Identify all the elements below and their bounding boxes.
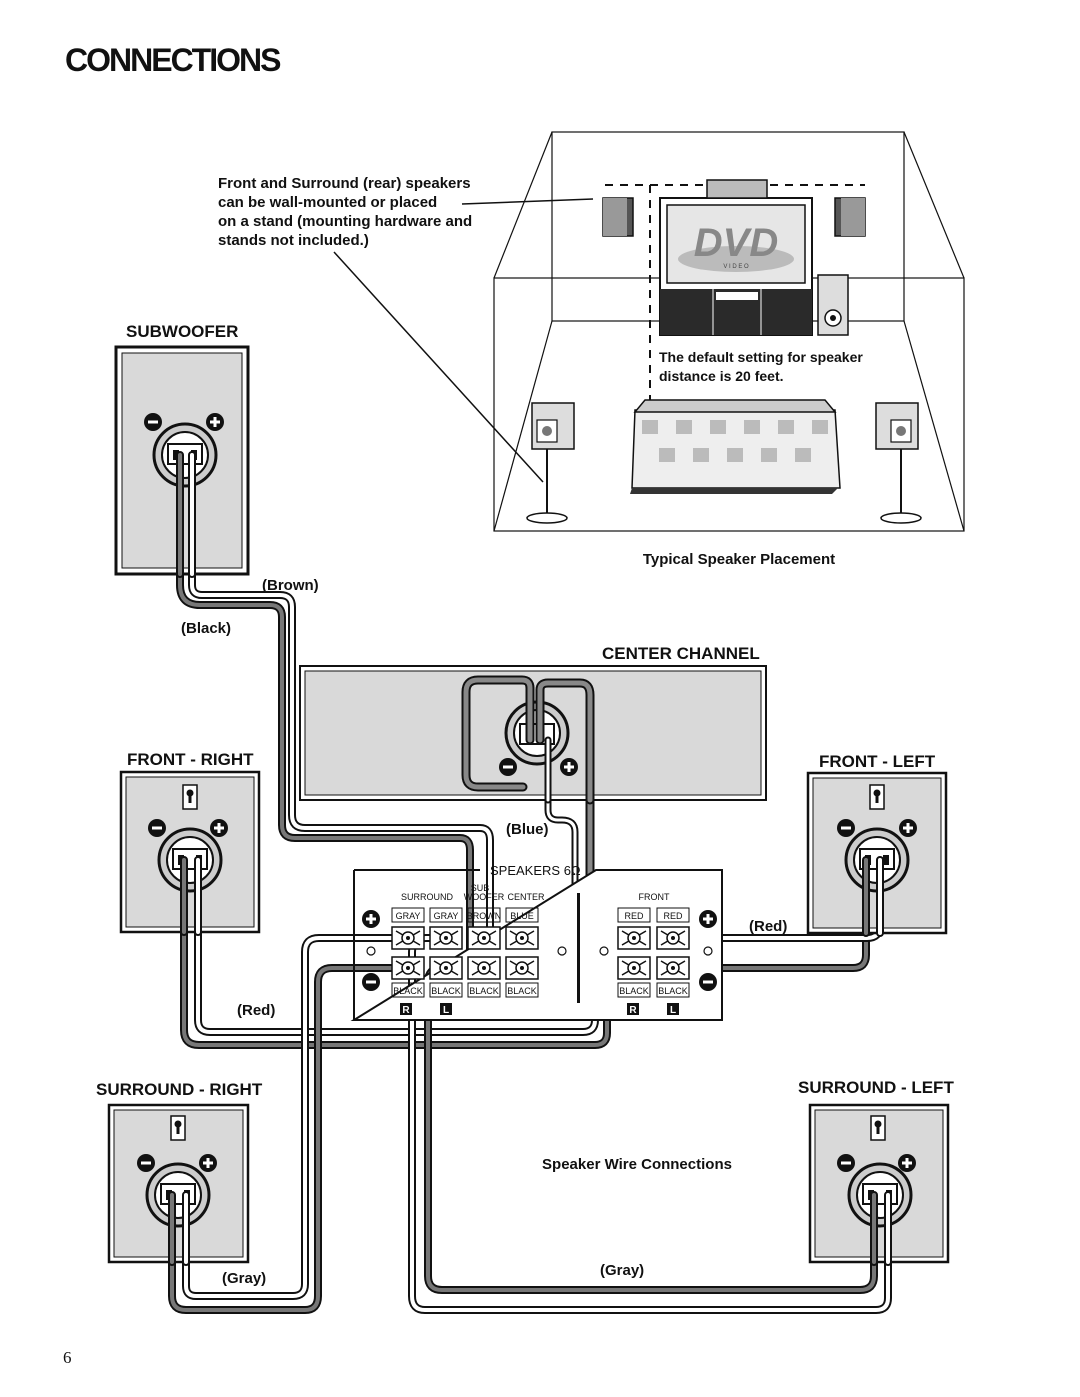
front-left-box — [806, 771, 948, 935]
default-distance-note: The default setting for speaker distance… — [659, 349, 863, 384]
svg-text:L: L — [670, 1005, 676, 1016]
svg-text:(Gray): (Gray) — [600, 1262, 644, 1279]
center-speaker-mini — [706, 179, 768, 199]
minus-icon — [148, 819, 166, 837]
svg-text:can be wall-mounted or placed: can be wall-mounted or placed — [218, 194, 437, 211]
panel-front-label: FRONT — [639, 892, 670, 902]
page-number: 6 — [63, 1348, 72, 1367]
svg-text:R: R — [629, 1005, 637, 1016]
svg-text:distance is 20 feet.: distance is 20 feet. — [659, 368, 784, 384]
tv-logo: DVD — [694, 221, 778, 265]
tv-icon — [659, 197, 813, 336]
svg-text:stands not included.): stands not included.) — [218, 232, 369, 249]
front-right-box — [119, 770, 261, 934]
panel-top-colors: GRAY GRAY BROWN BLUE RED RED — [391, 907, 690, 923]
svg-text:(Gray): (Gray) — [222, 1270, 266, 1287]
wire-labels: (Brown) (Black) (Blue) (Red) (Red) (Gray… — [181, 577, 787, 1287]
note-leader-2 — [333, 251, 544, 483]
panel-sub-label: SUB — [471, 883, 490, 893]
plus-icon — [199, 1154, 217, 1172]
svg-text:(Blue): (Blue) — [506, 821, 549, 838]
panel-center-label: CENTER — [507, 892, 545, 902]
svg-text:RED: RED — [663, 911, 683, 921]
plus-icon — [699, 910, 717, 928]
note-leader-1 — [461, 198, 594, 205]
plus-icon — [210, 819, 228, 837]
surround-stand-right — [875, 402, 922, 524]
svg-text:R: R — [402, 1005, 410, 1016]
panel-screw — [366, 946, 376, 956]
svg-text:BLACK: BLACK — [658, 986, 688, 996]
surround-stand-left — [526, 402, 575, 524]
svg-text:(Brown): (Brown) — [262, 577, 319, 594]
front-left-label: FRONT - LEFT — [819, 752, 936, 771]
tv-logo-sub: V I D E O — [723, 264, 749, 270]
panel-screw — [599, 946, 609, 956]
panel-screw — [703, 946, 713, 956]
minus-icon — [837, 819, 855, 837]
svg-text:BLACK: BLACK — [393, 986, 423, 996]
surround-left-label: SURROUND - LEFT — [798, 1078, 954, 1097]
panel-screw — [557, 946, 567, 956]
plus-icon — [560, 758, 578, 776]
speaker-wires — [168, 466, 892, 1314]
wiring-caption: Speaker Wire Connections — [542, 1156, 732, 1173]
front-speaker-mini-right — [834, 197, 866, 237]
plus-icon — [206, 413, 224, 431]
page-title: CONNECTIONS — [65, 42, 281, 78]
sofa-illustration — [630, 399, 841, 494]
center-channel-label: CENTER CHANNEL — [602, 644, 760, 663]
subwoofer-mini — [817, 274, 849, 336]
svg-text:BLACK: BLACK — [431, 986, 461, 996]
panel-channel-badges: R L R L — [400, 1003, 679, 1016]
front-speaker-mini-left — [602, 197, 634, 237]
surround-left-box — [808, 1103, 950, 1264]
svg-text:RED: RED — [624, 911, 644, 921]
svg-text:GRAY: GRAY — [396, 911, 421, 921]
panel-surround-label: SURROUND — [401, 892, 454, 902]
placement-note: Front and Surround (rear) speakers can b… — [218, 175, 472, 249]
svg-text:The default setting for speake: The default setting for speaker — [659, 349, 863, 365]
svg-text:on a stand (mounting hardware: on a stand (mounting hardware and — [218, 213, 472, 230]
plus-icon — [362, 910, 380, 928]
panel-bottom-colors: BLACK BLACK BLACK BLACK BLACK BLACK — [391, 982, 690, 998]
plus-icon — [899, 819, 917, 837]
plus-icon — [898, 1154, 916, 1172]
svg-text:BLACK: BLACK — [619, 986, 649, 996]
subwoofer-label: SUBWOOFER — [126, 322, 238, 341]
svg-text:BROWN: BROWN — [467, 911, 502, 921]
svg-text:(Red): (Red) — [237, 1002, 275, 1019]
minus-icon — [137, 1154, 155, 1172]
svg-text:Front and Surround (rear) spea: Front and Surround (rear) speakers — [218, 175, 471, 192]
surround-right-label: SURROUND - RIGHT — [96, 1080, 263, 1099]
distance-dashes — [605, 184, 865, 400]
minus-icon — [837, 1154, 855, 1172]
minus-icon — [144, 413, 162, 431]
front-right-label: FRONT - RIGHT — [127, 750, 254, 769]
svg-text:BLACK: BLACK — [507, 986, 537, 996]
minus-icon — [499, 758, 517, 776]
panel-woofer-label: WOOFER — [464, 892, 505, 902]
svg-text:GRAY: GRAY — [434, 911, 459, 921]
svg-text:BLUE: BLUE — [510, 911, 534, 921]
surround-right-box — [107, 1103, 250, 1264]
placement-caption: Typical Speaker Placement — [643, 551, 835, 568]
panel-heading: SPEAKERS 6Ω — [490, 863, 581, 878]
minus-icon — [362, 973, 380, 991]
svg-text:(Red): (Red) — [749, 918, 787, 935]
minus-icon — [699, 973, 717, 991]
svg-text:(Black): (Black) — [181, 620, 231, 637]
svg-text:L: L — [443, 1005, 449, 1016]
svg-text:BLACK: BLACK — [469, 986, 499, 996]
